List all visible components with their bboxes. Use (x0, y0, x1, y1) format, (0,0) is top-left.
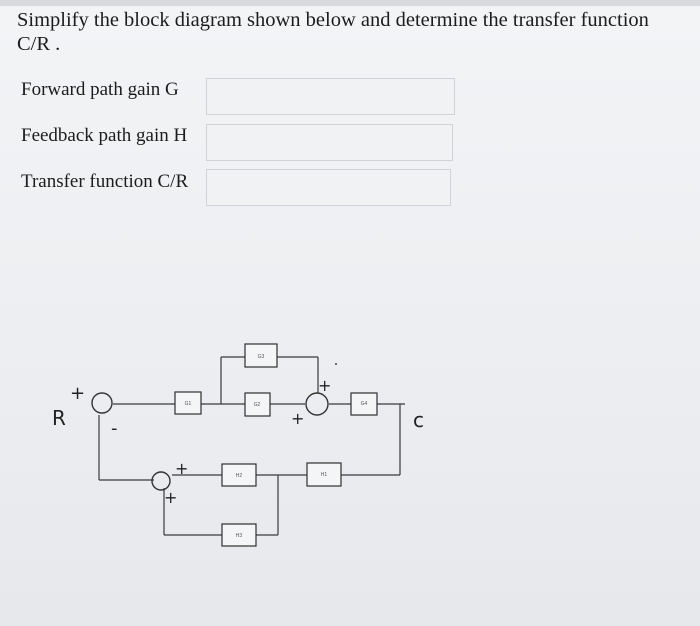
label-h1: H1 (321, 472, 328, 478)
forward-path-gain-field[interactable] (206, 78, 455, 115)
label-g2: G2 (254, 402, 261, 408)
transfer-function-label: Transfer function C/R (21, 171, 189, 192)
label-h2: H2 (236, 473, 243, 479)
transfer-function-input[interactable] (207, 170, 450, 205)
block-g4 (350, 392, 378, 416)
stray-dot (335, 363, 337, 365)
block-g1 (174, 391, 202, 415)
summing-junction-1 (91, 392, 113, 414)
sign-plus-sum3-left: + (291, 409, 304, 428)
question-line-2: C/R . (17, 33, 61, 55)
feedback-path-gain-field[interactable] (206, 124, 453, 161)
block-h2 (221, 463, 257, 487)
transfer-function-field[interactable] (206, 169, 451, 206)
block-g3 (244, 343, 278, 368)
input-label-r: R (52, 406, 66, 430)
block-h3 (221, 523, 257, 547)
sign-plus-sum3-top: + (318, 376, 331, 395)
summing-junction-2 (151, 471, 171, 491)
summing-junction-3 (305, 392, 329, 416)
label-h3: H3 (236, 533, 243, 539)
label-g4: G4 (361, 401, 368, 407)
forward-path-gain-input[interactable] (207, 79, 454, 114)
question-line-1: Simplify the block diagram shown below a… (17, 9, 649, 31)
feedback-path-gain-label: Feedback path gain H (21, 125, 188, 146)
block-h1 (306, 462, 342, 487)
question-text: Simplify the block diagram shown below a… (17, 8, 687, 56)
sign-minus-sum1: - (111, 418, 118, 439)
sign-plus-sum2-bottom: + (164, 488, 177, 507)
output-label-c: c (413, 408, 424, 432)
label-g3: G3 (258, 354, 265, 360)
feedback-path-gain-input[interactable] (207, 125, 452, 160)
sign-plus-sum1: + (70, 383, 85, 404)
sign-plus-sum2-top: + (175, 459, 188, 478)
block-g2 (244, 392, 271, 417)
top-strip (0, 0, 700, 6)
label-g1: G1 (185, 401, 192, 407)
forward-path-gain-label: Forward path gain G (21, 79, 179, 100)
